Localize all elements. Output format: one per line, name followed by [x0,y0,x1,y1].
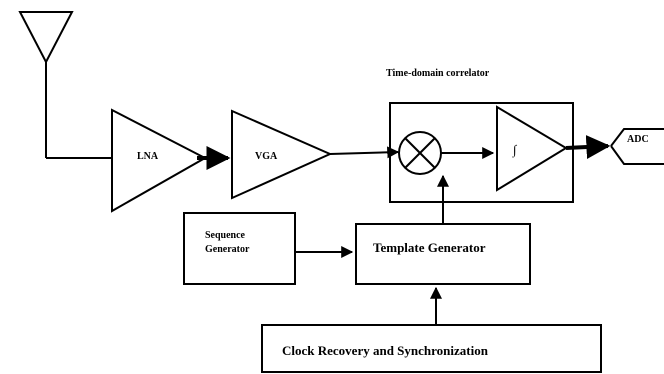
integrator-to-adc-arrow [565,135,611,160]
integrator-amplifier [496,105,568,192]
correlator-title: Time-domain correlator [386,68,490,79]
adc-label: ADC [627,134,649,145]
clock-recovery-label: Clock Recovery and Synchronization [282,343,489,358]
sequence-generator-label-line1: Sequence [205,230,246,241]
time-domain-correlator-box [389,102,574,203]
mixer-cross-line-2 [404,137,436,169]
template-generator-label: Template Generator [373,240,486,255]
clock-recovery-box [261,324,602,373]
vga-to-mixer-arrow [329,146,400,159]
vga-label: VGA [255,151,278,162]
sequence-generator-label-line2: Generator [205,244,250,255]
sequence-generator-box [183,212,296,285]
adc-block [610,128,664,165]
antenna-icon [18,11,74,65]
lna-label: LNA [137,151,159,162]
template-generator-box [355,223,531,285]
vga-amplifier [231,109,333,200]
lna-amplifier [111,108,208,213]
integrator-symbol: ∫ [512,142,518,158]
